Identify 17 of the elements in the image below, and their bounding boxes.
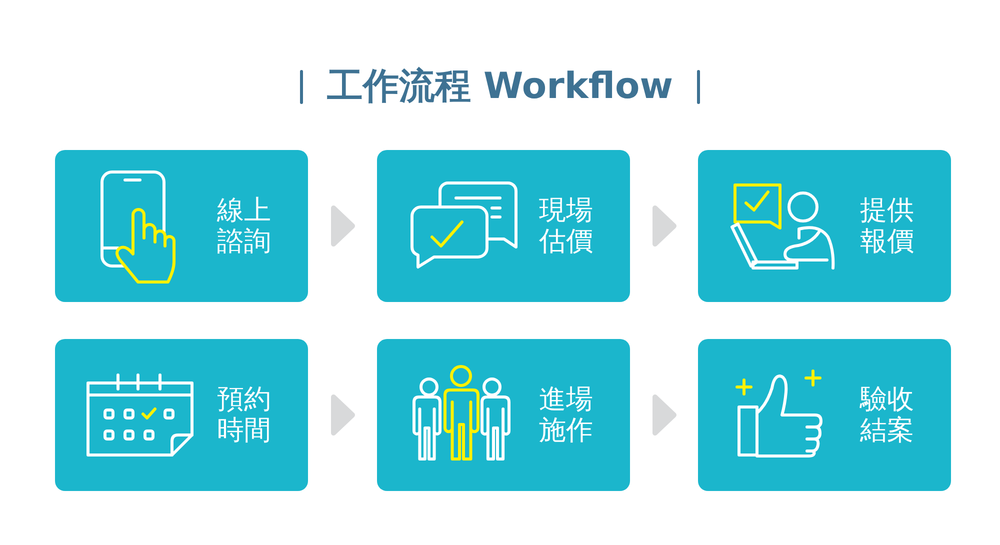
step-box <box>698 339 951 491</box>
step-box <box>55 339 308 491</box>
step-box <box>377 339 630 491</box>
step-label: 驗收結案 <box>860 384 915 446</box>
arrow <box>331 394 355 436</box>
step-box <box>377 150 630 302</box>
step-label: 提供報價 <box>860 195 915 257</box>
arrow <box>652 394 676 436</box>
step-box <box>698 150 951 302</box>
title: 工作流程 Workflow <box>326 65 674 109</box>
step-label: 現場估價 <box>539 195 594 257</box>
arrow <box>652 206 676 246</box>
step-box <box>55 150 308 302</box>
step-label: 進場施作 <box>539 384 594 446</box>
arrow <box>331 206 355 246</box>
step-label: 線上諮詢 <box>217 195 272 257</box>
step-label: 預約時間 <box>217 384 272 446</box>
